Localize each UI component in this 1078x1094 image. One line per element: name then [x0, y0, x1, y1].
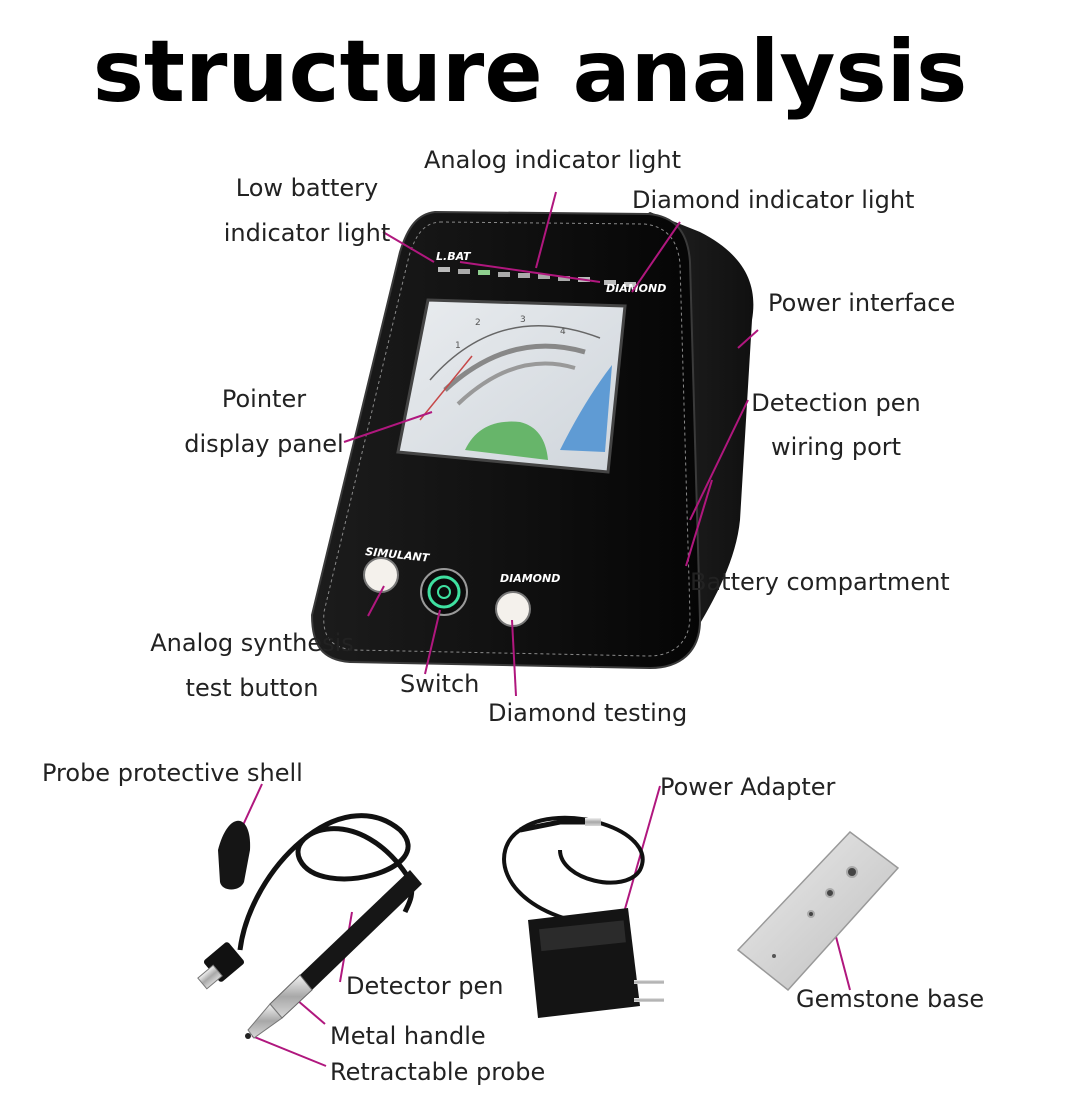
label-retractable-probe: Retractable probe: [330, 1058, 546, 1086]
label-power-interface: Power interface: [768, 289, 956, 317]
power-icon: [437, 585, 451, 599]
leader-lines: [237, 191, 851, 1067]
tester-device: L.BAT DIAMOND 3 4 2 1 SIMULANT DIAMOND: [310, 210, 754, 670]
page-title: structure analysis: [92, 22, 968, 122]
svg-text:3: 3: [520, 315, 526, 325]
label-analog-synthesis-line1: Analog synthesis: [150, 629, 354, 657]
gemstone-base: [736, 830, 900, 992]
label-detector-pen: Detector pen: [346, 972, 504, 1000]
label-pointer-line1: Pointer: [221, 385, 307, 413]
pointer-display-panel: 3 4 2 1: [396, 298, 627, 474]
simulant-button[interactable]: [363, 557, 399, 593]
label-detection-pen-line1: Detection pen: [751, 389, 921, 417]
svg-text:4: 4: [560, 327, 566, 337]
probe-protective-shell: [218, 820, 251, 890]
label-diamond-indicator-light: Diamond indicator light: [632, 186, 915, 214]
label-low-battery-line1: Low battery: [235, 174, 379, 202]
label-diamond-testing: Diamond testing: [488, 699, 688, 727]
label-low-battery-line2: indicator light: [223, 219, 391, 247]
label-battery-compartment: Battery compartment: [690, 568, 950, 596]
label-probe-protective-shell: Probe protective shell: [42, 759, 303, 787]
power-adapter: [502, 815, 664, 1018]
label-metal-handle: Metal handle: [330, 1022, 486, 1050]
svg-text:1: 1: [455, 341, 461, 351]
label-power-adapter: Power Adapter: [660, 773, 836, 801]
label-detection-pen-line2: wiring port: [770, 433, 902, 461]
label-analog-synthesis-line2: test button: [185, 674, 319, 702]
lbat-text: L.BAT: [436, 250, 472, 263]
diamond-button-text: DIAMOND: [500, 572, 560, 585]
label-gemstone-base: Gemstone base: [796, 985, 985, 1013]
detector-pen: [197, 813, 422, 1039]
label-pointer-line2: display panel: [184, 430, 344, 458]
label-switch: Switch: [400, 670, 480, 698]
label-analog-indicator-light: Analog indicator light: [424, 146, 682, 174]
diamond-indicator-text: DIAMOND: [606, 282, 666, 295]
svg-text:2: 2: [475, 318, 481, 328]
